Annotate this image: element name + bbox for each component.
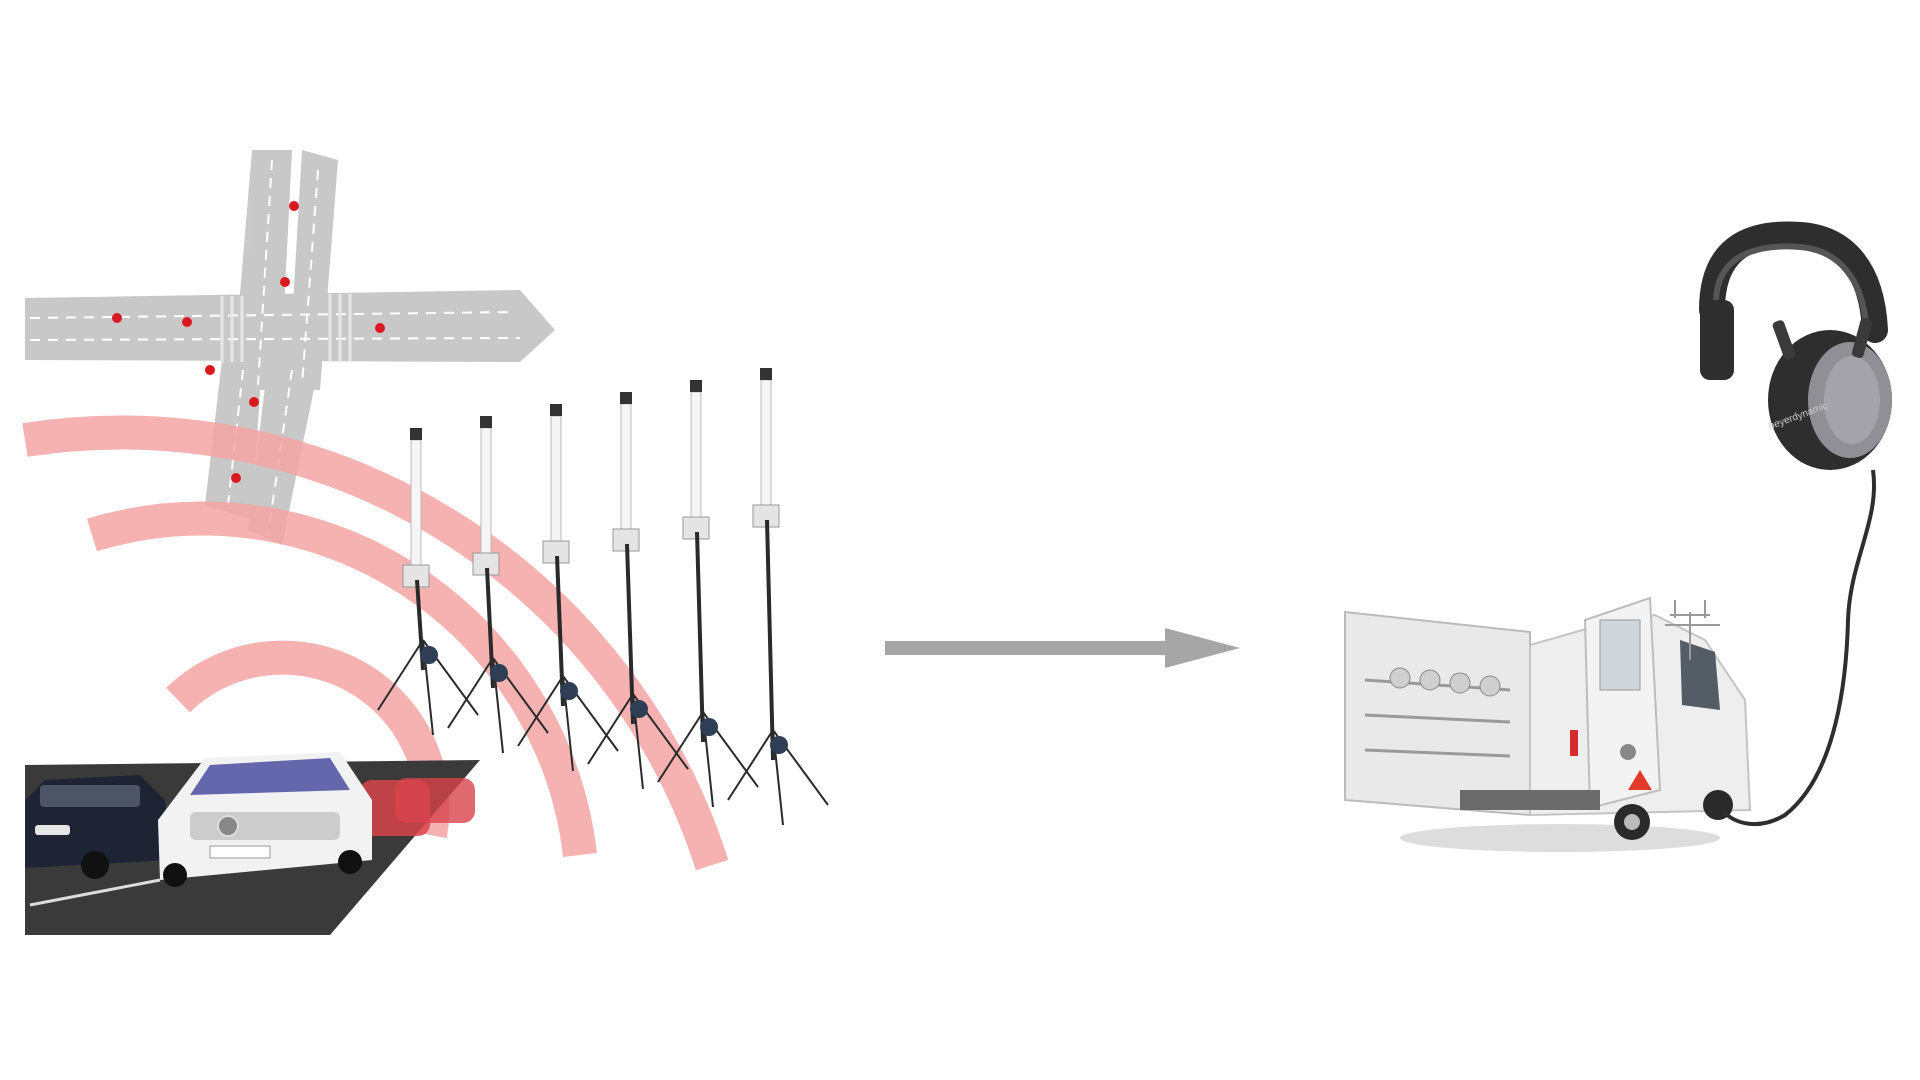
van-door-rack <box>1344 610 1531 817</box>
car-white <box>158 752 372 887</box>
car-dark <box>25 775 170 879</box>
sensor-dot <box>249 397 259 407</box>
microphone-tripod <box>657 380 759 808</box>
headphones: beyerdynamic <box>1699 221 1892 827</box>
traffic-photo <box>25 752 480 935</box>
intersection-map <box>25 150 555 545</box>
sensor-dot <box>231 473 241 483</box>
car-red-mid <box>360 780 430 836</box>
microphone-array <box>377 368 829 826</box>
road-vertical-upper <box>232 150 292 390</box>
microphone-tripod <box>727 368 829 826</box>
road-horizontal <box>25 290 555 362</box>
arrow-shaft <box>885 641 1175 655</box>
sensor-dot <box>289 201 299 211</box>
sensor-points <box>112 201 385 483</box>
road-vertical-upper-right <box>288 150 338 390</box>
sound-wave-arc-3 <box>22 415 729 871</box>
process-arrow <box>885 628 1240 668</box>
sensor-dot <box>205 365 215 375</box>
crosswalks <box>220 294 352 362</box>
microphone-tripod <box>517 404 619 772</box>
microphone-tripod <box>587 392 689 790</box>
sensor-dot <box>182 317 192 327</box>
headband <box>1699 221 1888 343</box>
arrow-head <box>1165 628 1240 668</box>
microphone-tripod <box>447 416 549 754</box>
sensor-dot <box>375 323 385 333</box>
sensor-dot <box>280 277 290 287</box>
ear-cup-back <box>1700 300 1734 380</box>
microphone-tripod <box>377 428 479 736</box>
measurement-van <box>1344 596 1752 852</box>
roof-mic-rack <box>1665 600 1720 660</box>
headphone-cable <box>1720 469 1876 827</box>
sensor-dot <box>112 313 122 323</box>
lane-markings <box>29 159 521 536</box>
